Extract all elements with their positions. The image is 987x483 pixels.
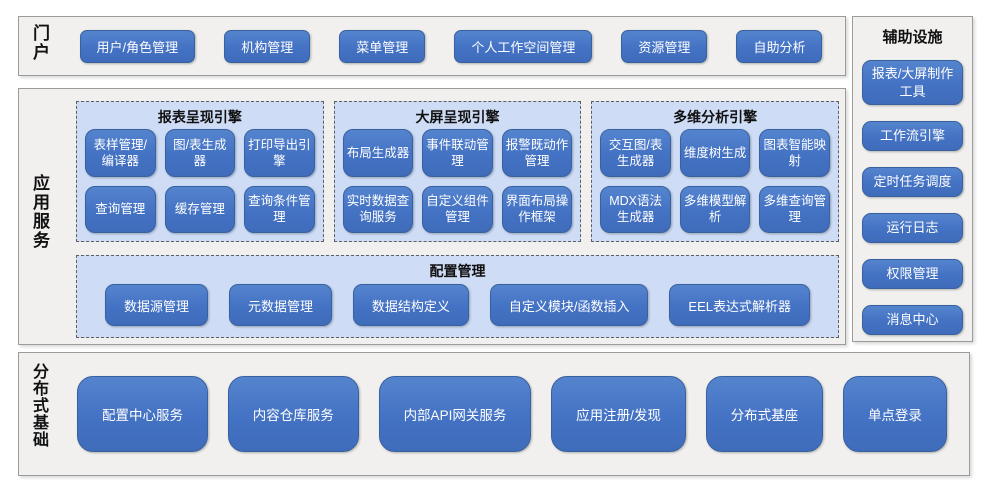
aux-facilities-section: 辅助设施 报表/大屏制作工具 工作流引擎 定时任务调度 运行日志 权限管理 消息… (852, 16, 973, 342)
config-management-panel: 配置管理 数据源管理 元数据管理 数据结构定义 自定义模块/函数插入 EEL表达… (76, 255, 839, 338)
report-engine-title: 报表呈现引擎 (157, 109, 242, 125)
aux-button-workflow-engine[interactable]: 工作流引擎 (862, 121, 963, 152)
portal-button-row: 用户/角色管理 机构管理 菜单管理 个人工作空间管理 资源管理 自助分析 (69, 17, 833, 75)
portal-button-personal-workspace-management[interactable]: 个人工作空间管理 (454, 29, 593, 63)
bigscreen-engine-grid: 布局生成器 事件联动管理 报警既动作管理 实时数据查询服务 自定义组件管理 界面… (342, 129, 573, 233)
olap-engine-panel: 多维分析引擎 交互图/表生成器 维度树生成 图表智能映射 MDX语法生成器 多维… (591, 101, 840, 242)
config-button-metadata-management[interactable]: 元数据管理 (228, 284, 332, 326)
aux-button-column: 报表/大屏制作工具 工作流引擎 定时任务调度 运行日志 权限管理 消息中心 (862, 60, 963, 336)
infra-button-row: 配置中心服务 内容仓库服务 内部API网关服务 应用注册/发现 分布式基座 单点… (77, 353, 947, 475)
report-engine-button-query-condition-management[interactable]: 查询条件管理 (244, 185, 315, 233)
config-button-row: 数据源管理 元数据管理 数据结构定义 自定义模块/函数插入 EEL表达式解析器 (105, 283, 810, 327)
config-button-data-structure-definition[interactable]: 数据结构定义 (352, 284, 469, 326)
aux-facilities-title: 辅助设施 (882, 29, 943, 46)
report-engine-button-cache-management[interactable]: 缓存管理 (164, 185, 236, 233)
app-services-label: 应用服务 (30, 173, 49, 250)
bigscreen-engine-button-ui-layout-framework[interactable]: 界面布局操作框架 (501, 185, 573, 233)
config-management-title: 配置管理 (429, 263, 486, 279)
portal-section: 门户 用户/角色管理 机构管理 菜单管理 个人工作空间管理 资源管理 自助分析 (18, 16, 846, 76)
portal-button-self-service-analysis[interactable]: 自助分析 (736, 29, 823, 63)
distributed-infra-label: 分布式基础 (30, 363, 47, 448)
report-engine-button-print-export-engine[interactable]: 打印导出引擎 (244, 129, 315, 177)
infra-button-distributed-base[interactable]: 分布式基座 (705, 376, 824, 452)
olap-engine-button-dimension-tree-generation[interactable]: 维度树生成 (679, 129, 751, 177)
portal-label: 门户 (30, 24, 49, 62)
report-engine-button-query-management[interactable]: 查询管理 (85, 185, 156, 233)
infra-button-internal-api-gateway-service[interactable]: 内部API网关服务 (378, 376, 532, 452)
bigscreen-engine-title: 大屏呈现引擎 (415, 109, 500, 125)
olap-engine-title: 多维分析引擎 (673, 109, 758, 125)
aux-button-report-bigscreen-authoring-tool[interactable]: 报表/大屏制作工具 (862, 60, 963, 106)
report-engine-grid: 表样管理/编译器 图/表生成器 打印导出引擎 查询管理 缓存管理 查询条件管理 (85, 129, 315, 233)
portal-button-user-role-management[interactable]: 用户/角色管理 (79, 29, 196, 63)
portal-button-resource-management[interactable]: 资源管理 (621, 29, 708, 63)
olap-engine-button-multidim-query-management[interactable]: 多维查询管理 (759, 185, 830, 233)
bigscreen-engine-button-event-linkage-management[interactable]: 事件联动管理 (422, 129, 493, 177)
aux-button-scheduled-task-scheduling[interactable]: 定时任务调度 (862, 167, 963, 198)
bigscreen-engine-panel: 大屏呈现引擎 布局生成器 事件联动管理 报警既动作管理 实时数据查询服务 自定义… (333, 101, 582, 242)
olap-engine-button-interactive-chart-generator[interactable]: 交互图/表生成器 (600, 129, 671, 177)
aux-button-permission-management[interactable]: 权限管理 (862, 259, 963, 290)
bigscreen-engine-button-custom-component-management[interactable]: 自定义组件管理 (422, 185, 493, 233)
infra-button-single-sign-on[interactable]: 单点登录 (842, 376, 947, 452)
distributed-infra-section: 分布式基础 配置中心服务 内容仓库服务 内部API网关服务 应用注册/发现 分布… (18, 352, 970, 476)
bigscreen-engine-button-realtime-data-query-service[interactable]: 实时数据查询服务 (342, 185, 414, 233)
report-engine-button-style-management-compiler[interactable]: 表样管理/编译器 (85, 129, 156, 177)
olap-engine-grid: 交互图/表生成器 维度树生成 图表智能映射 MDX语法生成器 多维模型解析 多维… (600, 129, 830, 233)
config-button-eel-expression-parser[interactable]: EEL表达式解析器 (669, 284, 810, 326)
aux-button-run-logs[interactable]: 运行日志 (862, 213, 963, 244)
config-button-datasource-management[interactable]: 数据源管理 (105, 284, 209, 326)
engine-panel-row: 报表呈现引擎 表样管理/编译器 图/表生成器 打印导出引擎 查询管理 缓存管理 … (76, 101, 840, 242)
aux-button-message-center[interactable]: 消息中心 (862, 305, 963, 336)
app-services-section: 应用服务 报表呈现引擎 表样管理/编译器 图/表生成器 打印导出引擎 查询管理 … (18, 88, 846, 345)
portal-button-org-management[interactable]: 机构管理 (224, 29, 311, 63)
portal-button-menu-management[interactable]: 菜单管理 (339, 29, 426, 63)
bigscreen-engine-button-layout-generator[interactable]: 布局生成器 (342, 129, 414, 177)
report-engine-panel: 报表呈现引擎 表样管理/编译器 图/表生成器 打印导出引擎 查询管理 缓存管理 … (76, 101, 324, 242)
olap-engine-button-mdx-syntax-generator[interactable]: MDX语法生成器 (600, 185, 671, 233)
bigscreen-engine-button-alarm-action-management[interactable]: 报警既动作管理 (501, 129, 573, 177)
infra-button-config-center-service[interactable]: 配置中心服务 (77, 376, 208, 452)
infra-button-content-repository-service[interactable]: 内容仓库服务 (227, 376, 359, 452)
config-button-custom-module-function-insert[interactable]: 自定义模块/函数插入 (489, 284, 649, 326)
report-engine-button-chart-table-generator[interactable]: 图/表生成器 (164, 129, 236, 177)
olap-engine-button-chart-smart-mapping[interactable]: 图表智能映射 (759, 129, 830, 177)
olap-engine-button-multidim-model-parsing[interactable]: 多维模型解析 (679, 185, 751, 233)
infra-button-app-registration-discovery[interactable]: 应用注册/发现 (551, 376, 686, 452)
